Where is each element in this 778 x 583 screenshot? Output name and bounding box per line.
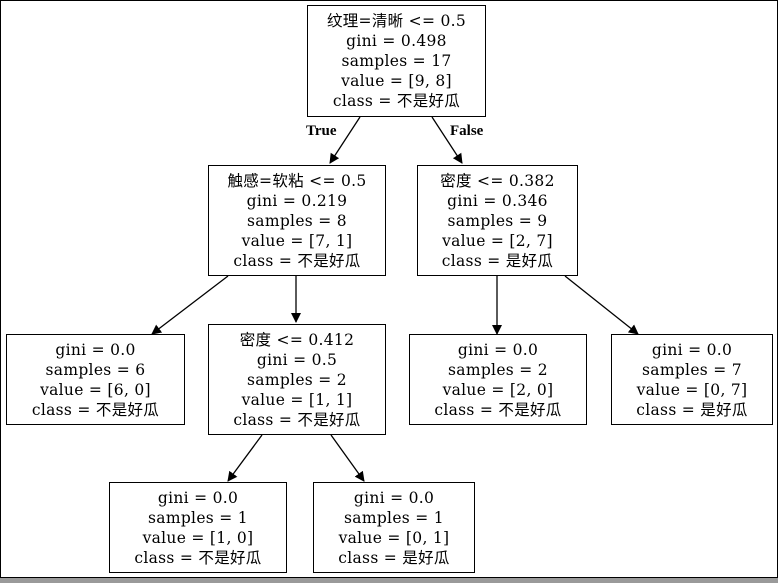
node-class: class = 不是好瓜 (332, 92, 461, 110)
node-class: class = 是好瓜 (338, 548, 450, 567)
tree-node-root: 纹理=清晰 <= 0.5 gini = 0.498 samples = 17 v… (307, 5, 486, 117)
tree-node-mid: 密度 <= 0.412 gini = 0.5 samples = 2 value… (208, 324, 386, 435)
node-class: class = 不是好瓜 (134, 548, 262, 567)
edge-mid-to-leaf-e (330, 434, 365, 482)
node-gini: gini = 0.0 (157, 488, 239, 507)
edge-right-to-leaf-c (564, 275, 639, 335)
node-samples: samples = 8 (247, 211, 347, 230)
tree-leaf-node: gini = 0.0 samples = 2 value = [2, 0] cl… (409, 334, 587, 425)
node-split-condition: 密度 <= 0.412 (239, 330, 355, 349)
node-split-condition: 触感=软粘 <= 0.5 (227, 171, 367, 190)
tree-leaf-node: gini = 0.0 samples = 1 value = [1, 0] cl… (109, 482, 287, 573)
node-value: value = [1, 1] (241, 390, 353, 409)
node-samples: samples = 2 (448, 360, 548, 379)
node-class: class = 是好瓜 (441, 251, 554, 270)
tree-leaf-node: gini = 0.0 samples = 6 value = [6, 0] cl… (6, 334, 185, 425)
node-class: class = 不是好瓜 (434, 400, 562, 419)
window-bottom-edge (0, 578, 778, 583)
node-samples: samples = 2 (247, 370, 347, 389)
node-gini: gini = 0.0 (55, 340, 136, 359)
edge-root-to-right (431, 116, 463, 164)
edge-label-false: False (450, 123, 484, 139)
node-class: class = 不是好瓜 (233, 410, 361, 429)
node-gini: gini = 0.498 (346, 32, 447, 50)
node-value: value = [9, 8] (341, 72, 452, 90)
node-value: value = [1, 0] (142, 528, 254, 547)
node-value: value = [6, 0] (40, 380, 151, 399)
node-gini: gini = 0.346 (447, 191, 548, 210)
node-samples: samples = 9 (447, 211, 548, 230)
node-split-condition: 密度 <= 0.382 (440, 171, 555, 190)
node-split-condition: 纹理=清晰 <= 0.5 (326, 12, 467, 30)
node-gini: gini = 0.0 (651, 340, 733, 359)
node-class: class = 不是好瓜 (233, 251, 361, 270)
node-value: value = [2, 7] (442, 231, 553, 250)
tree-leaf-node: gini = 0.0 samples = 7 value = [0, 7] cl… (611, 334, 773, 425)
edge-left-to-leaf-a (151, 275, 229, 335)
tree-node-right: 密度 <= 0.382 gini = 0.346 samples = 9 val… (417, 165, 578, 276)
edge-label-true: True (306, 123, 337, 139)
node-samples: samples = 7 (642, 360, 742, 379)
node-samples: samples = 1 (344, 508, 444, 527)
node-samples: samples = 6 (45, 360, 146, 379)
node-value: value = [2, 0] (442, 380, 554, 399)
edge-root-to-left (329, 116, 361, 164)
node-value: value = [0, 1] (338, 528, 450, 547)
node-samples: samples = 1 (148, 508, 248, 527)
node-class: class = 是好瓜 (636, 400, 748, 419)
node-gini: gini = 0.5 (256, 350, 338, 369)
node-value: value = [7, 1] (241, 231, 353, 250)
node-samples: samples = 17 (341, 52, 452, 70)
tree-leaf-node: gini = 0.0 samples = 1 value = [0, 1] cl… (313, 482, 475, 573)
node-gini: gini = 0.0 (353, 488, 435, 507)
edge-mid-to-leaf-d (227, 434, 263, 482)
node-class: class = 不是好瓜 (31, 400, 160, 419)
node-gini: gini = 0.219 (246, 191, 348, 210)
tree-node-left: 触感=软粘 <= 0.5 gini = 0.219 samples = 8 va… (208, 165, 386, 276)
node-gini: gini = 0.0 (457, 340, 539, 359)
node-value: value = [0, 7] (636, 380, 748, 399)
